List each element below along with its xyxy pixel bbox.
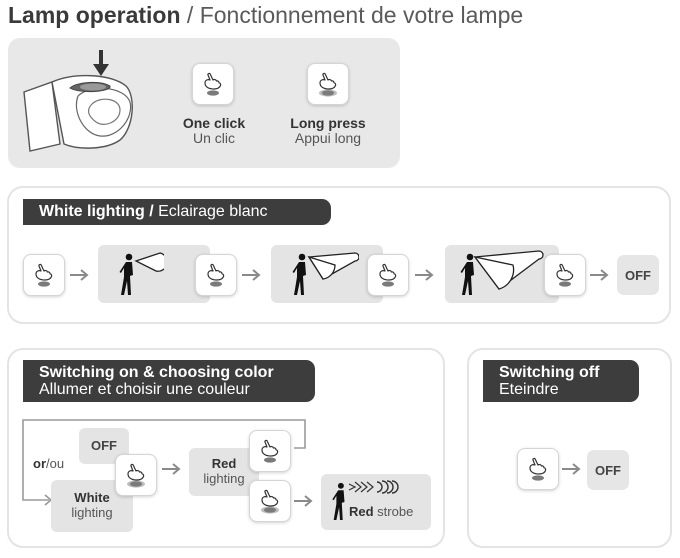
press-icon xyxy=(523,454,553,484)
long-press-en: Long press xyxy=(290,115,366,131)
press-icon xyxy=(255,436,285,466)
one-click-en: One click xyxy=(182,115,246,131)
beam-high-icon xyxy=(473,250,544,290)
red-lighting-bold: Red xyxy=(211,456,237,471)
one-click-icon xyxy=(192,63,234,105)
arrow-icon xyxy=(561,462,583,476)
switch-off-panel: Switching off Eteindre OFF xyxy=(467,348,672,548)
red-strobe-box: Red strobe xyxy=(321,474,431,530)
white-level-1-box xyxy=(98,245,210,303)
long-press-label: Long press Appui long xyxy=(278,116,378,146)
long-press-icon xyxy=(255,486,285,516)
red-strobe-long-press-icon xyxy=(249,480,291,522)
start-off-label: OFF xyxy=(91,438,117,453)
red-lighting-box: Red lighting xyxy=(189,448,259,496)
press-icon xyxy=(373,260,403,290)
arrow-icon xyxy=(414,268,436,282)
switch-on-header: Switching on & choosing color Allumer et… xyxy=(23,360,315,402)
switch-off-press-icon xyxy=(517,448,559,490)
one-click-fr: Un clic xyxy=(192,130,235,146)
long-press-fr: Appui long xyxy=(294,130,362,146)
or-label: or/ou xyxy=(33,456,64,471)
press-icon xyxy=(201,260,231,290)
title-french: Fonctionnement de votre lampe xyxy=(199,2,524,28)
white-step3-press-icon xyxy=(367,254,409,296)
switch-on-header-fr: Allumer et choisir une couleur xyxy=(39,381,250,398)
red-strobe-bold: Red xyxy=(349,504,374,519)
long-press-icon xyxy=(121,460,151,490)
page-title: Lamp operation / Fonctionnement de votre… xyxy=(8,2,523,29)
press-icon xyxy=(550,260,580,290)
long-press-glyph-icon xyxy=(313,69,343,99)
switch-off-box: OFF xyxy=(587,450,629,490)
press-icon xyxy=(198,69,228,99)
switch-off-header: Switching off Eteindre xyxy=(483,360,639,402)
white-lighting-header: White lighting / Eclairage blanc xyxy=(23,199,331,225)
red-strobe-text: Red strobe xyxy=(349,504,413,519)
white-level-3-box xyxy=(445,245,559,303)
press-icon xyxy=(29,260,59,290)
arrow-icon xyxy=(161,462,183,476)
red-lighting-rest: lighting xyxy=(203,471,245,486)
white-lighting-text: White lighting xyxy=(51,490,133,520)
switch-on-panel: Switching on & choosing color Allumer et… xyxy=(7,348,445,548)
arrow-icon xyxy=(69,268,91,282)
title-separator: / xyxy=(180,2,200,28)
white-header-fr: Eclairage blanc xyxy=(158,203,268,220)
white-step4-press-icon xyxy=(544,254,586,296)
switch-on-long-press-icon xyxy=(115,454,157,496)
or-bold: or xyxy=(33,456,46,471)
strobe-icon xyxy=(348,480,399,494)
white-step1-press-icon xyxy=(23,254,65,296)
red-strobe-rest: strobe xyxy=(373,504,414,519)
switch-off-header-fr: Eteindre xyxy=(499,381,559,398)
beam-mid-icon xyxy=(307,252,359,280)
white-off-box: OFF xyxy=(617,255,659,295)
switch-on-header-en: Switching on & choosing color xyxy=(39,364,274,381)
arrow-icon xyxy=(241,268,263,282)
white-lighting-rest: lighting xyxy=(71,505,113,520)
arrow-icon xyxy=(589,268,611,282)
long-press-icon xyxy=(307,63,349,105)
beam-low-icon xyxy=(134,252,164,272)
white-lighting-panel: White lighting / Eclairage blanc OFF xyxy=(7,186,671,324)
white-step2-press-icon xyxy=(195,254,237,296)
legend-panel: One click Un clic Long press Appui long xyxy=(8,38,400,168)
red-cycle-press-icon xyxy=(249,430,291,472)
white-header-sep: / xyxy=(144,203,159,220)
white-header-en: White lighting xyxy=(39,203,145,220)
switch-off-header-en: Switching off xyxy=(499,364,600,381)
red-lighting-text: Red lighting xyxy=(189,456,259,486)
white-level-2-box xyxy=(271,245,383,303)
or-rest: /ou xyxy=(46,456,65,471)
title-bold: Lamp operation xyxy=(8,2,181,28)
arrow-icon xyxy=(293,494,315,508)
headlamp-icon xyxy=(23,50,133,152)
white-lighting-bold: White xyxy=(74,490,110,505)
one-click-label: One click Un clic xyxy=(168,116,260,146)
